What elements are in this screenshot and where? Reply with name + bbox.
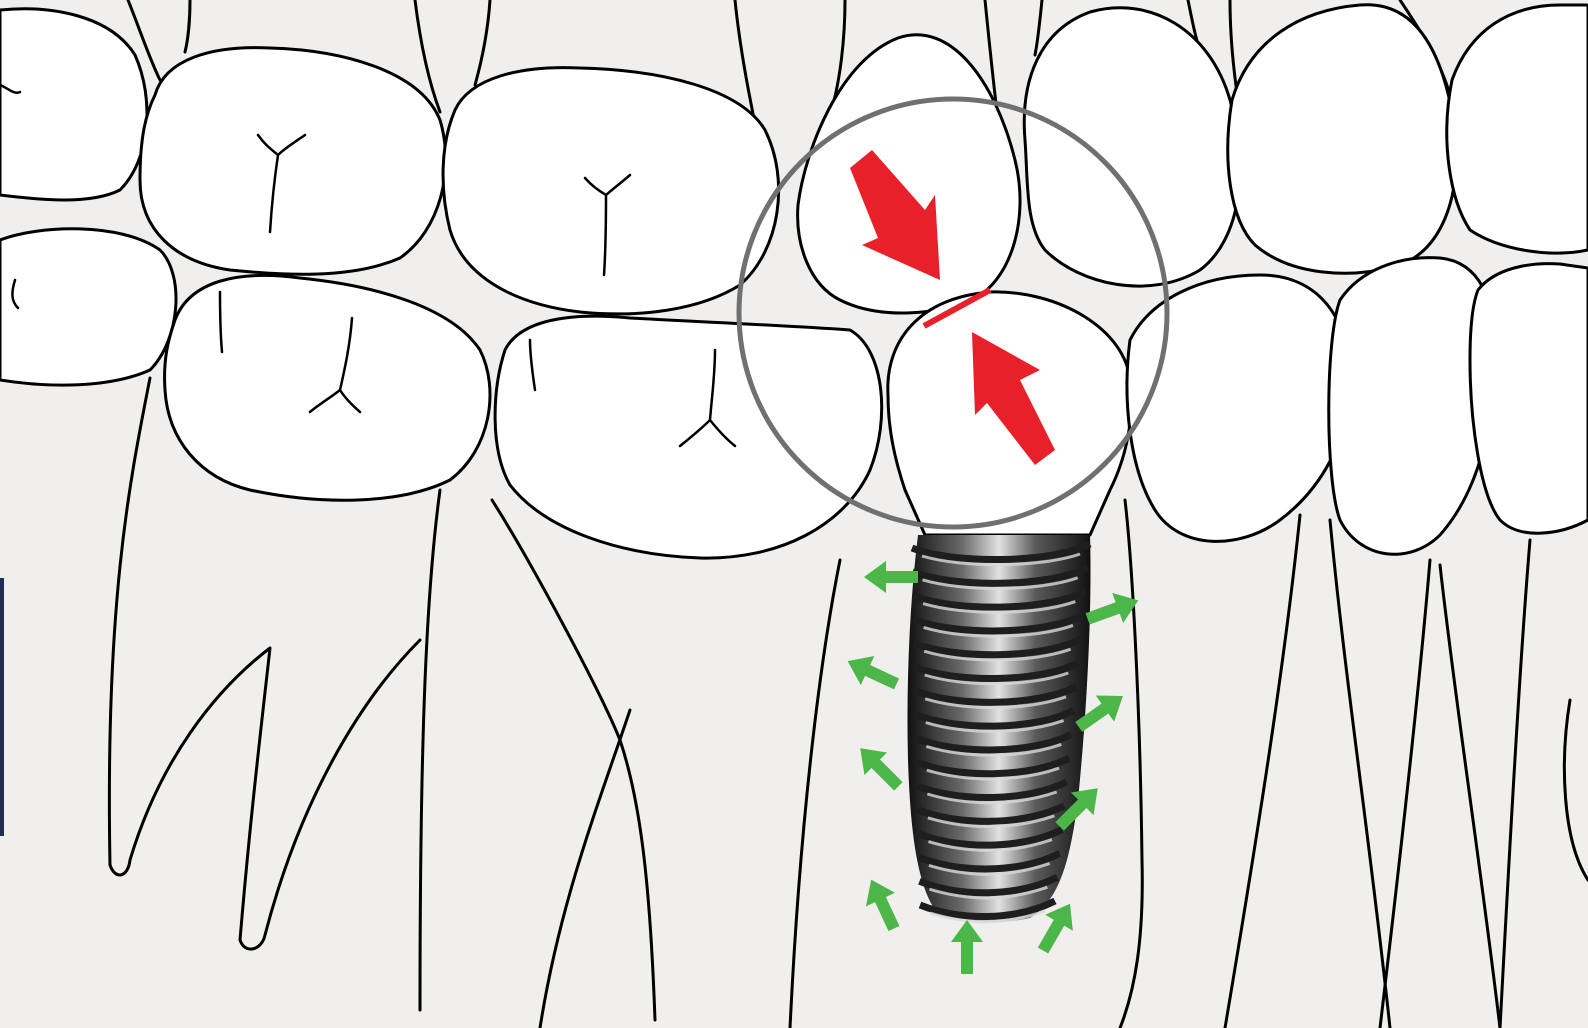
lower-molar-crown — [0, 229, 176, 385]
upper-root — [185, 0, 190, 52]
green-arrow-icon — [864, 561, 918, 593]
lower-premolar-root — [790, 560, 840, 1028]
lower-incisor-crown — [1329, 258, 1495, 555]
lower-teeth — [0, 229, 1588, 558]
lower-premolar-root — [492, 500, 655, 1020]
dental-implant — [907, 535, 1090, 922]
upper-opposing-tooth — [798, 35, 1020, 313]
lower-incisor-root — [1380, 560, 1430, 1028]
lower-incisor-root — [1564, 700, 1588, 880]
green-arrow-icon — [951, 920, 983, 974]
lower-incisor-crown — [1470, 264, 1588, 534]
lower-incisor-root — [1225, 515, 1300, 1028]
green-arrow-icon — [841, 647, 903, 699]
upper-teeth — [0, 5, 1588, 314]
upper-molar-crown — [0, 9, 147, 200]
upper-premolar-crown — [140, 48, 446, 275]
lower-canine-root — [1120, 500, 1142, 1028]
lower-premolar-root — [540, 710, 630, 1028]
lower-premolar-crown — [495, 316, 882, 558]
lower-molar-root — [420, 490, 440, 1010]
upper-canine-crown — [1024, 8, 1240, 286]
upper-root — [475, 0, 490, 85]
green-arrow-icon — [857, 873, 909, 935]
green-arrow-icon — [849, 737, 910, 798]
lower-incisor-root — [1440, 565, 1500, 1028]
lower-molar-crown — [165, 275, 490, 500]
left-edge-bar — [0, 578, 4, 836]
lower-incisor-root — [1330, 520, 1390, 1028]
lower-canine-crown — [1127, 275, 1350, 541]
upper-incisor-crown — [1228, 5, 1456, 273]
upper-root — [1035, 0, 1042, 55]
upper-incisor-crown — [1447, 5, 1588, 253]
lower-incisor-root — [1500, 540, 1530, 1028]
